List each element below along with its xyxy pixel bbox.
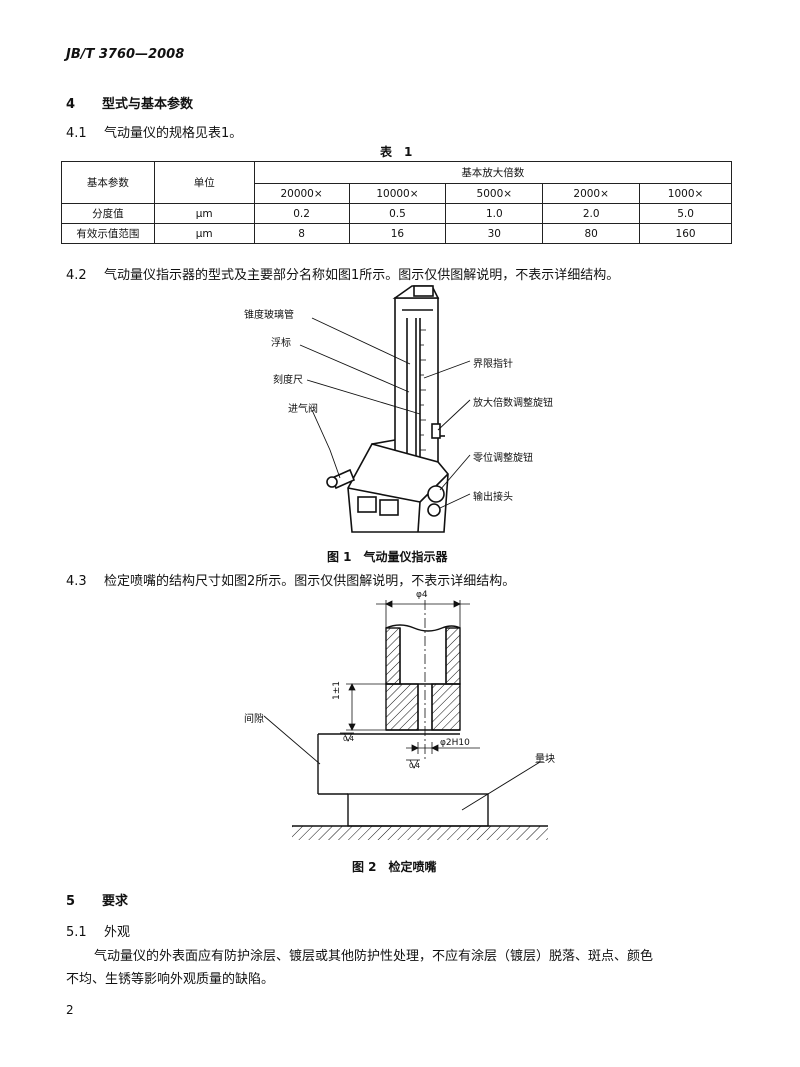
table-row: 有效示值范围 μm 8 16 30 80 160: [61, 223, 732, 244]
label-outlet: 输出接头: [473, 492, 513, 503]
clause-5-1-line-2: 不均、生锈等影响外观质量的缺陷。: [66, 972, 275, 987]
document-code: JB/T 3760—2008: [66, 47, 185, 62]
row-unit: μm: [153, 223, 255, 244]
figure-2-caption: 图 2 检定喷嘴: [352, 860, 437, 874]
label-scale: 刻度尺: [273, 375, 303, 386]
table-1: 基本参数 单位 基本放大倍数 20000× 10000× 5000× 2000×…: [61, 161, 733, 244]
section-5-heading: 5 要求: [66, 890, 128, 909]
clause-4-2: 4.2 气动量仪指示器的型式及主要部分名称如图1所示。图示仅供图解说明，不表示详细…: [66, 264, 619, 283]
figure-1-caption: 图 1 气动量仪指示器: [327, 550, 448, 564]
page-number: 2: [66, 1003, 74, 1017]
label-float: 浮标: [271, 338, 291, 349]
clause-4-2-text: 气动量仪指示器的型式及主要部分名称如图1所示。图示仅供图解说明，不表示详细结构。: [104, 268, 620, 283]
figure-1-leaders: [299, 317, 471, 509]
nozzle-tip-right: [431, 683, 461, 731]
section-4-number: 4: [66, 97, 76, 112]
clause-5-1-title: 外观: [104, 925, 131, 940]
table-cell: 5.0: [639, 203, 732, 224]
clause-5-1-number: 5.1: [66, 925, 87, 940]
indicator-body: [326, 285, 449, 533]
dim-height: 1±1: [332, 681, 342, 700]
window-2: [379, 499, 399, 516]
figure-2-leaders: [263, 715, 541, 811]
clause-5-1-heading: 5.1 外观: [66, 921, 130, 940]
dim-phi4: φ4: [416, 590, 428, 600]
window-1: [357, 496, 377, 513]
label-limit: 界限指针: [473, 359, 513, 370]
label-valve: 进气阀: [288, 404, 318, 415]
top-cap: [413, 285, 434, 297]
header-param: 基本参数: [61, 161, 155, 204]
figure-2-dimensions: [340, 600, 480, 769]
table-cell: 160: [639, 223, 732, 244]
clause-4-2-number: 4.2: [66, 268, 87, 283]
dim-phi2: φ2H10: [440, 738, 470, 748]
table-cell: 30: [445, 223, 544, 244]
gauge-block: [347, 793, 489, 827]
nozzle-wall-right: [445, 627, 461, 685]
table-cell: 16: [348, 223, 447, 244]
nozzle-tip-left: [385, 683, 419, 731]
section-4-heading: 4 型式与基本参数: [66, 93, 193, 112]
scale-ticks: [420, 329, 426, 451]
table-cell: 80: [542, 223, 641, 244]
table-cell: 8: [253, 223, 350, 244]
section-5-number: 5: [66, 894, 76, 909]
nozzle: [385, 624, 461, 731]
label-gauge-block: 量块: [535, 754, 555, 765]
gauge-block-assembly: [292, 733, 548, 840]
clause-4-1: 4.1 气动量仪的规格见表1。: [66, 122, 242, 141]
outlet-connector: [427, 503, 441, 517]
section-4-title: 型式与基本参数: [102, 97, 194, 112]
clause-4-1-number: 4.1: [66, 126, 87, 141]
table-1-caption: 表 1: [380, 145, 413, 159]
header-unit: 单位: [153, 161, 255, 204]
table-row: 分度值 μm 0.2 0.5 1.0 2.0 5.0: [61, 203, 732, 224]
section-5-title: 要求: [102, 894, 129, 909]
clause-4-3-text: 检定喷嘴的结构尺寸如图2所示。图示仅供图解说明，不表示详细结构。: [104, 574, 516, 589]
clause-5-1-line-1: 气动量仪的外表面应有防护涂层、镀层或其他防护性处理，不应有涂层（镀层）脱落、斑点…: [94, 949, 654, 964]
label-mag-knob: 放大倍数调整旋钮: [473, 398, 553, 409]
roughness-mark-2: 0.4: [409, 762, 421, 770]
nozzle-wall-left: [385, 627, 401, 685]
roughness-mark-1: 0.4: [343, 735, 355, 743]
clause-4-3-number: 4.3: [66, 574, 87, 589]
label-tube: 锥度玻璃管: [244, 310, 294, 321]
row-param: 有效示值范围: [61, 223, 155, 244]
label-zero-knob: 零位调整旋钮: [473, 453, 533, 464]
magnification-knob: [431, 423, 441, 439]
clause-4-1-text: 气动量仪的规格见表1。: [104, 126, 243, 141]
clause-4-3: 4.3 检定喷嘴的结构尺寸如图2所示。图示仅供图解说明，不表示详细结构。: [66, 570, 515, 589]
column-header: 5000×: [445, 183, 544, 204]
ground-hatch: [292, 826, 548, 840]
label-gap: 间隙: [244, 714, 264, 725]
